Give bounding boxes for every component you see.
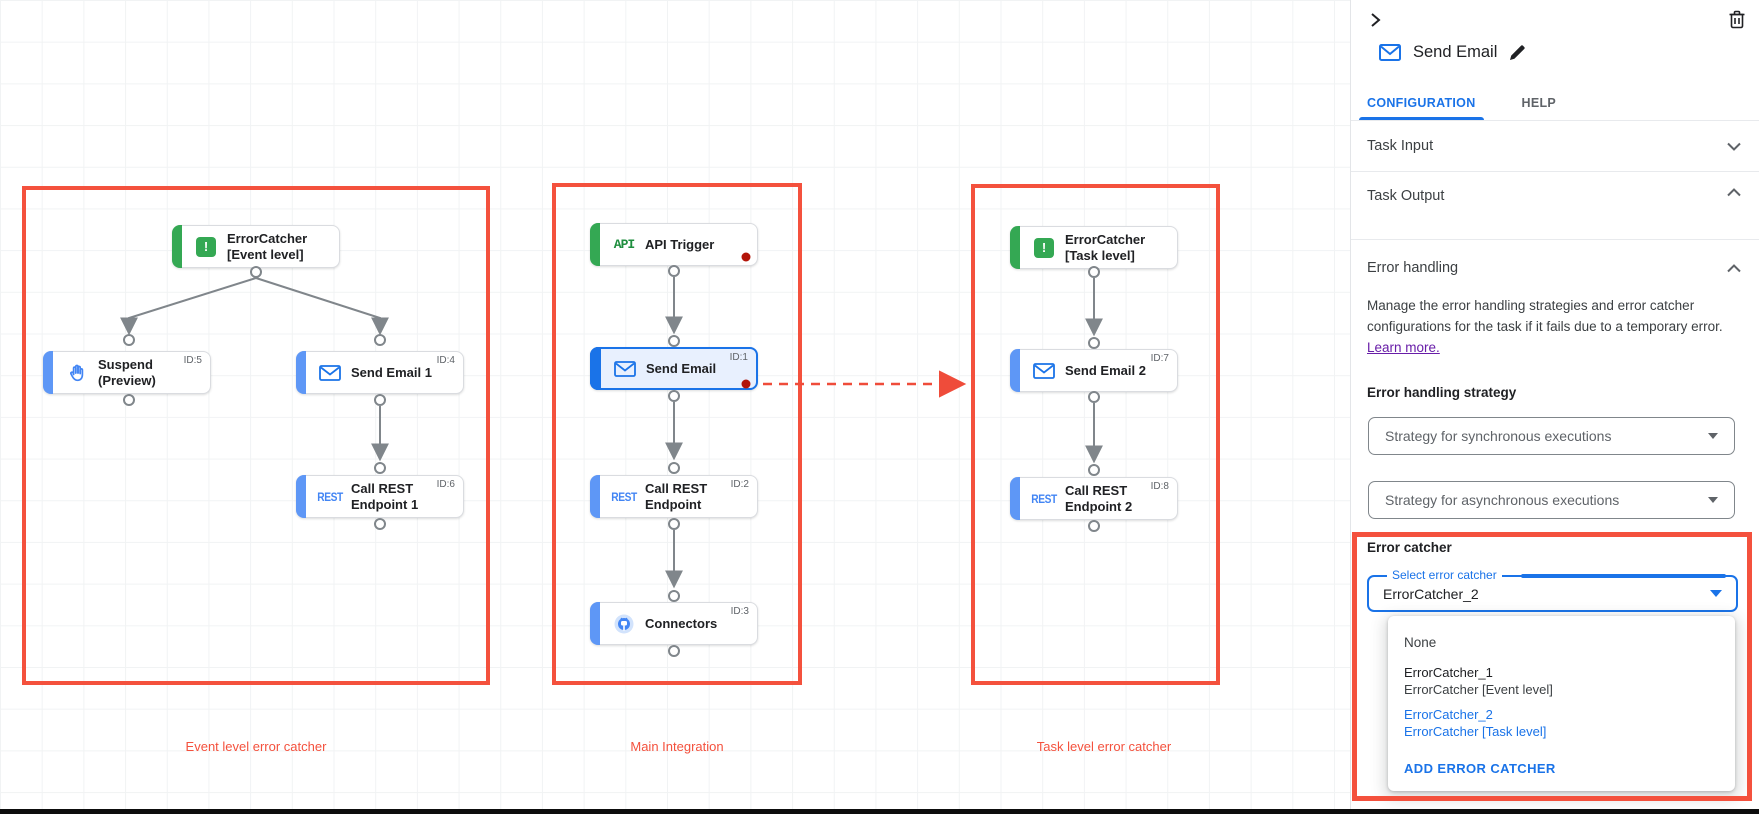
add-error-catcher-button[interactable]: ADD ERROR CATCHER	[1404, 760, 1556, 776]
node-id-badge: ID:7	[1150, 353, 1169, 364]
async-strategy-select[interactable]: Strategy for asynchronous executions	[1368, 481, 1735, 519]
panel-tabs: CONFIGURATION HELP	[1351, 85, 1759, 121]
node-title: ErrorCatcher	[1065, 232, 1146, 248]
node-id-badge: ID:6	[436, 479, 455, 490]
node-errorcatcher-event-level[interactable]: ! ErrorCatcher[Event level]	[172, 225, 340, 268]
chevron-up-icon	[1727, 263, 1741, 272]
hand-icon	[62, 363, 92, 383]
error-catcher-icon: !	[196, 236, 216, 257]
main-integration-group-label: Main Integration	[630, 739, 724, 754]
event-level-group-label: Event level error catcher	[185, 739, 327, 754]
node-id-badge: ID:3	[730, 606, 749, 617]
tab-configuration[interactable]: CONFIGURATION	[1359, 85, 1484, 120]
menu-item-none[interactable]: None	[1404, 635, 1437, 650]
error-catcher-select[interactable]: Select error catcher ErrorCatcher_2	[1367, 568, 1738, 612]
node-accent	[590, 475, 600, 518]
window-bottom-edge	[0, 809, 1759, 814]
edit-pencil-icon[interactable]	[1509, 44, 1526, 61]
email-icon	[1379, 44, 1401, 61]
node-accent	[590, 223, 600, 266]
rest-icon: REST	[317, 489, 343, 504]
error-catcher-icon: !	[1034, 237, 1054, 258]
trash-icon	[1729, 10, 1745, 29]
chevron-down-icon	[1727, 142, 1741, 151]
dropdown-arrow-icon	[1708, 433, 1718, 439]
node-title: Call REST	[351, 481, 414, 497]
node-id-badge: ID:8	[1150, 481, 1169, 492]
tab-help[interactable]: HELP	[1521, 95, 1557, 110]
node-id-badge: ID:4	[436, 355, 455, 366]
task-level-group-label: Task level error catcher	[1036, 739, 1172, 754]
error-handling-strategy-label: Error handling strategy	[1367, 385, 1517, 400]
panel-title: Send Email	[1413, 43, 1498, 61]
node-api-trigger[interactable]: API API Trigger	[590, 223, 758, 266]
chevron-up-icon	[1727, 188, 1741, 197]
sync-strategy-select[interactable]: Strategy for synchronous executions	[1368, 417, 1735, 455]
node-title: Connectors	[645, 615, 718, 631]
error-catcher-label: Error catcher	[1367, 540, 1452, 555]
collapse-panel-button[interactable]	[1365, 10, 1385, 30]
node-connectors[interactable]: Connectors ID:3	[590, 602, 758, 645]
email-icon	[1029, 362, 1059, 379]
node-send-email-2[interactable]: Send Email 2 ID:7	[1010, 349, 1178, 392]
task-level-group-box	[971, 184, 1220, 685]
email-icon	[315, 364, 345, 381]
node-send-email-1[interactable]: Send Email 1 ID:4	[296, 351, 464, 394]
node-accent	[1010, 477, 1020, 520]
error-handling-description: Manage the error handling strategies and…	[1367, 298, 1723, 355]
node-id-badge: ID:5	[183, 355, 202, 366]
node-title: Call REST	[645, 481, 708, 497]
node-id-badge: ID:2	[730, 479, 749, 490]
error-catcher-dropdown-menu: None ErrorCatcher_1 ErrorCatcher [Event …	[1388, 616, 1735, 791]
node-suspend[interactable]: Suspend(Preview) ID:5	[43, 351, 211, 394]
main-integration-group-box	[552, 183, 802, 685]
node-accent	[1010, 349, 1020, 392]
node-accent	[1010, 226, 1020, 269]
menu-item-errorcatcher-2[interactable]: ErrorCatcher_2 ErrorCatcher [Task level]	[1404, 707, 1547, 740]
node-errorcatcher-task-level[interactable]: ! ErrorCatcher[Task level]	[1010, 226, 1178, 269]
task-input-section-header[interactable]: Task Input	[1351, 121, 1759, 172]
learn-more-link[interactable]: Learn more.	[1367, 339, 1440, 355]
dropdown-arrow-icon	[1708, 497, 1718, 503]
node-accent	[172, 225, 182, 268]
node-accent	[296, 475, 306, 518]
field-outline-accent	[1521, 574, 1726, 578]
chevron-right-icon	[1371, 13, 1381, 27]
node-accent	[296, 351, 306, 394]
delete-task-button[interactable]	[1728, 9, 1746, 29]
event-level-group-box	[22, 186, 490, 685]
rest-icon: REST	[1031, 491, 1057, 506]
node-accent	[43, 351, 53, 394]
email-icon	[610, 360, 640, 377]
node-title: Suspend	[98, 357, 153, 373]
node-send-email-selected[interactable]: Send Email ID:1	[590, 347, 758, 390]
node-title: Send Email 2	[1065, 362, 1146, 378]
integration-canvas[interactable]: Event level error catcher Main Integrati…	[0, 0, 1350, 814]
node-title: ErrorCatcher	[227, 231, 308, 247]
connector-icon	[609, 613, 639, 635]
error-catcher-value: ErrorCatcher_2	[1383, 585, 1479, 602]
node-title: Call REST	[1065, 483, 1128, 499]
menu-item-errorcatcher-1[interactable]: ErrorCatcher_1 ErrorCatcher [Event level…	[1404, 665, 1553, 698]
rest-icon: REST	[611, 489, 637, 504]
task-config-panel: Send Email CONFIGURATION HELP Task Input…	[1350, 0, 1759, 814]
api-icon: API	[613, 237, 635, 252]
dropdown-arrow-icon	[1710, 590, 1722, 597]
node-title: Send Email 1	[351, 364, 432, 380]
select-error-catcher-label: Select error catcher	[1387, 568, 1502, 582]
node-title: API Trigger	[645, 236, 715, 252]
node-accent	[590, 602, 600, 645]
node-id-badge: ID:1	[729, 352, 748, 363]
node-title: Send Email	[646, 360, 717, 376]
node-accent	[590, 347, 601, 390]
error-handling-section-header[interactable]: Error handling	[1351, 240, 1759, 296]
task-output-section-header[interactable]: Task Output	[1351, 172, 1759, 240]
